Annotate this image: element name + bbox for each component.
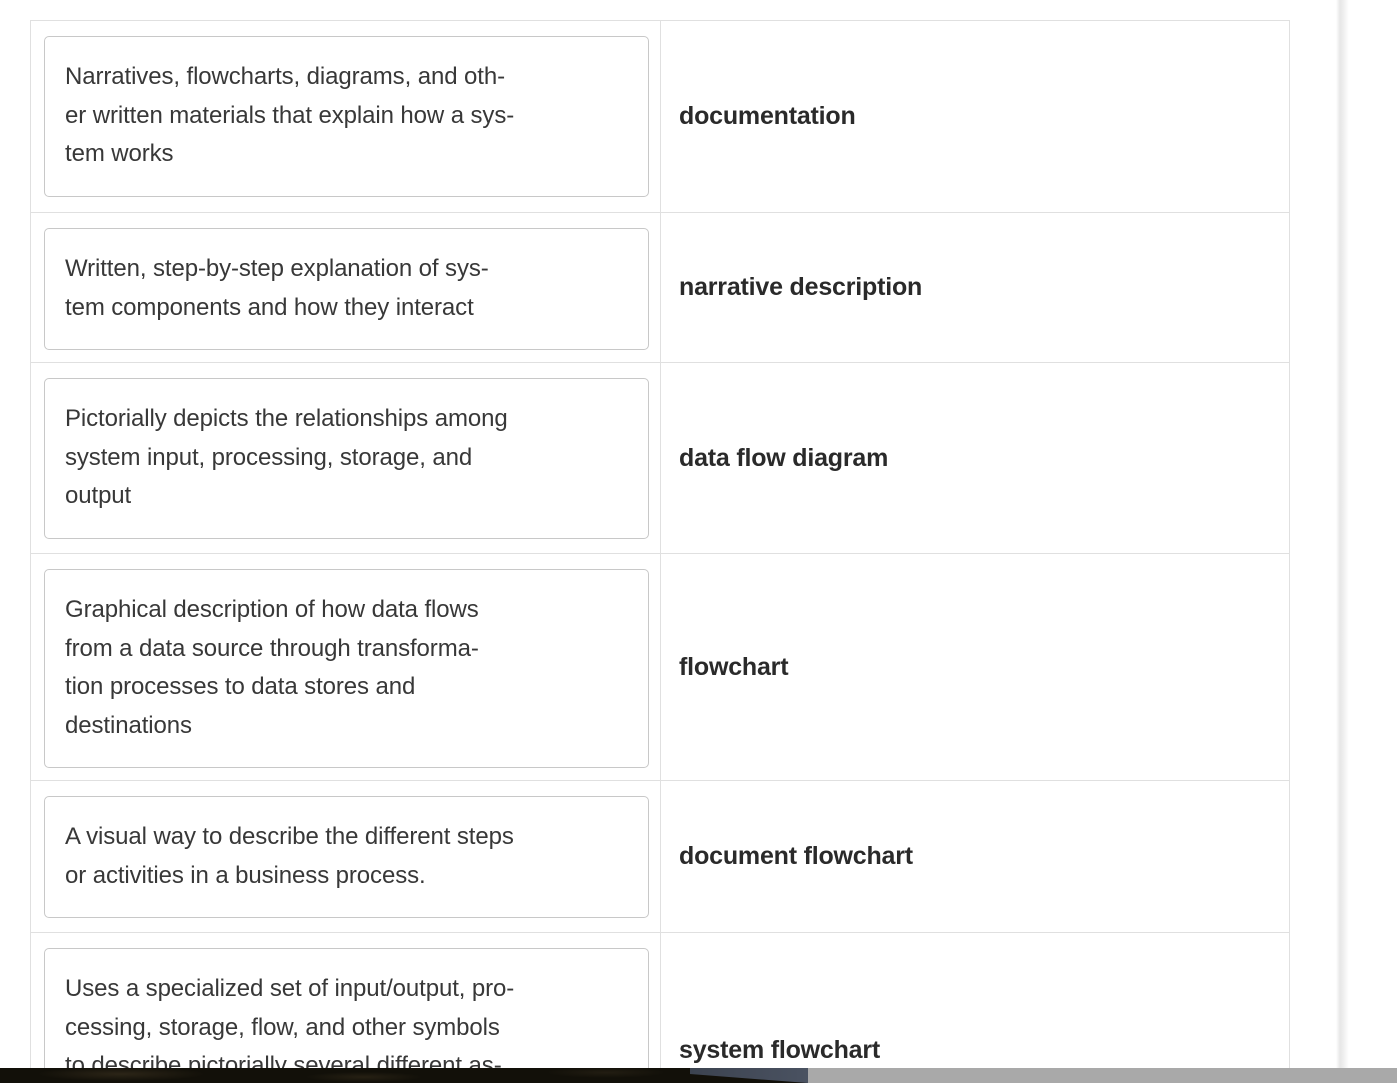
term-cell: documentation [661,21,1289,212]
table-row: Graphical description of how data flows … [31,553,1289,780]
table-row: Written, step-by-step explanation of sys… [31,212,1289,362]
term-cell: document flowchart [661,781,1289,932]
table-row: Narratives, flowcharts, diagrams, and ot… [31,21,1289,212]
definition-card[interactable]: Pictorially depicts the relationships am… [44,378,649,539]
term-label: data flow diagram [679,443,889,472]
match-table: Narratives, flowcharts, diagrams, and ot… [30,20,1290,1083]
term-cell: system flowchart [661,933,1289,1083]
term-cell: narrative description [661,213,1289,362]
definition-cell: Written, step-by-step explanation of sys… [31,213,661,362]
table-row: A visual way to describe the different s… [31,780,1289,932]
definition-cell: Narratives, flowcharts, diagrams, and ot… [31,21,661,212]
term-label: system flowchart [679,1035,881,1064]
definition-card[interactable]: Narratives, flowcharts, diagrams, and ot… [44,36,649,197]
definition-cell: A visual way to describe the different s… [31,781,661,932]
table-row: Pictorially depicts the relationships am… [31,362,1289,553]
media-strip-wedge [690,1068,808,1083]
scrollbar-track[interactable] [1336,0,1349,1068]
term-label: document flowchart [679,842,913,870]
definition-card[interactable]: Written, step-by-step explanation of sys… [44,228,649,350]
definition-card[interactable]: Graphical description of how data flows … [44,569,649,768]
definition-cell: Uses a specialized set of input/output, … [31,933,661,1083]
term-cell: data flow diagram [661,363,1289,553]
term-cell: flowchart [661,554,1289,780]
term-label: documentation [679,102,856,130]
table-row: Uses a specialized set of input/output, … [31,932,1289,1083]
media-strip-dark-image [0,1068,808,1083]
definition-cell: Pictorially depicts the relationships am… [31,363,661,553]
term-label: flowchart [679,652,789,681]
definition-card[interactable]: A visual way to describe the different s… [44,796,649,918]
definition-card[interactable]: Uses a specialized set of input/output, … [44,948,649,1083]
media-strip-gray [808,1068,1397,1083]
definition-cell: Graphical description of how data flows … [31,554,661,780]
term-label: narrative description [679,273,923,301]
